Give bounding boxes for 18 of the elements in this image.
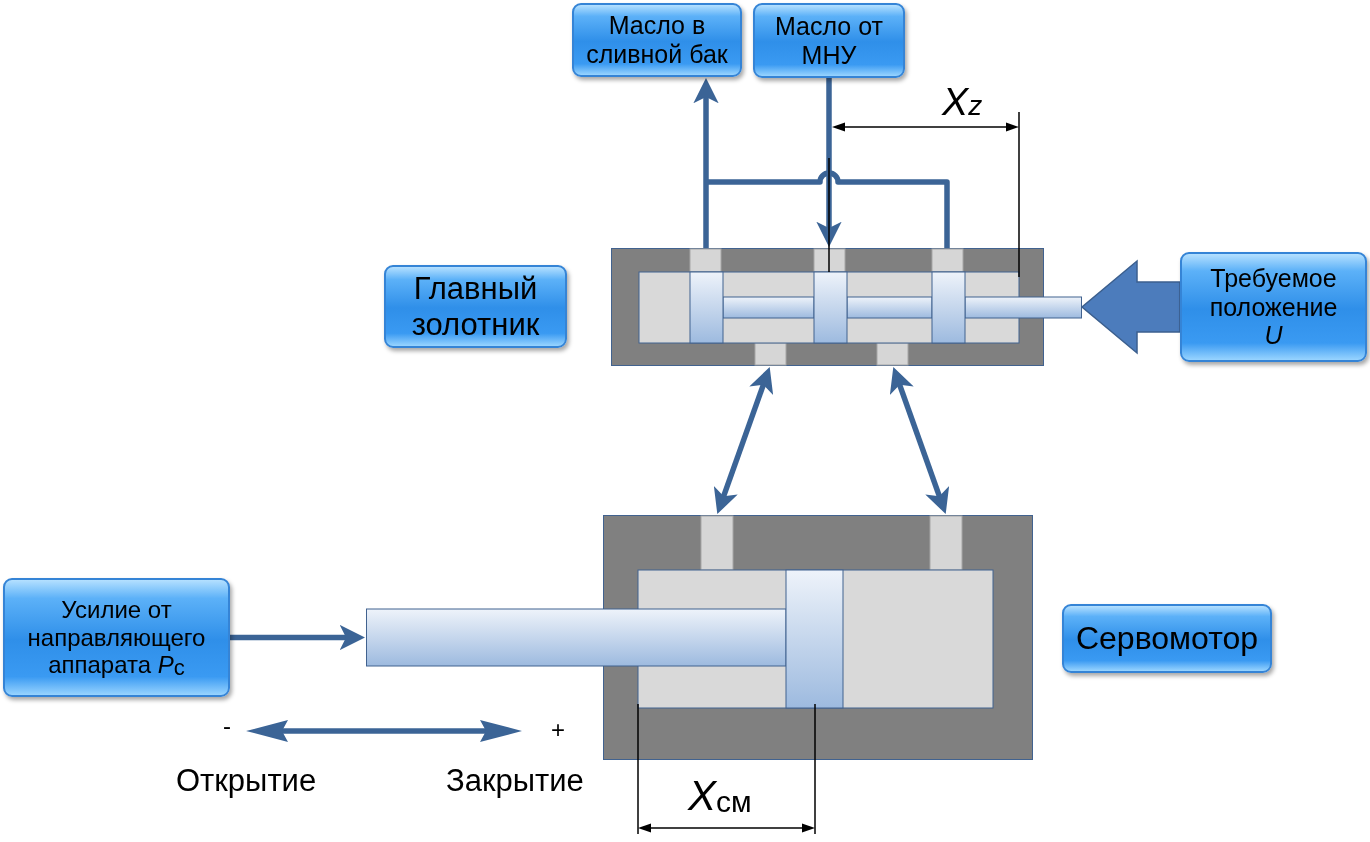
spool-valve-drawing xyxy=(611,248,1082,366)
label-box: Требуемое положение U xyxy=(1180,252,1367,362)
double-arrow xyxy=(713,366,774,515)
plus-sign: + xyxy=(551,718,565,742)
direction-label: Открытие xyxy=(176,765,317,796)
label-box: Масло в сливной бак xyxy=(572,3,742,77)
direction-label: Закрытие xyxy=(446,765,584,796)
arrow xyxy=(816,78,842,247)
dimension-label: Xz xyxy=(942,82,983,122)
arrow xyxy=(693,78,950,251)
label-box: Сервомотор xyxy=(1062,604,1272,673)
double-arrow xyxy=(889,366,950,515)
block-arrow xyxy=(1080,259,1181,355)
arrow xyxy=(230,624,365,651)
minus-sign: - xyxy=(223,714,231,738)
label-box: Масло от МНУ xyxy=(753,3,905,78)
label-box: Главный золотник xyxy=(384,265,567,348)
hydraulic-cylinder-drawing xyxy=(366,515,1033,760)
